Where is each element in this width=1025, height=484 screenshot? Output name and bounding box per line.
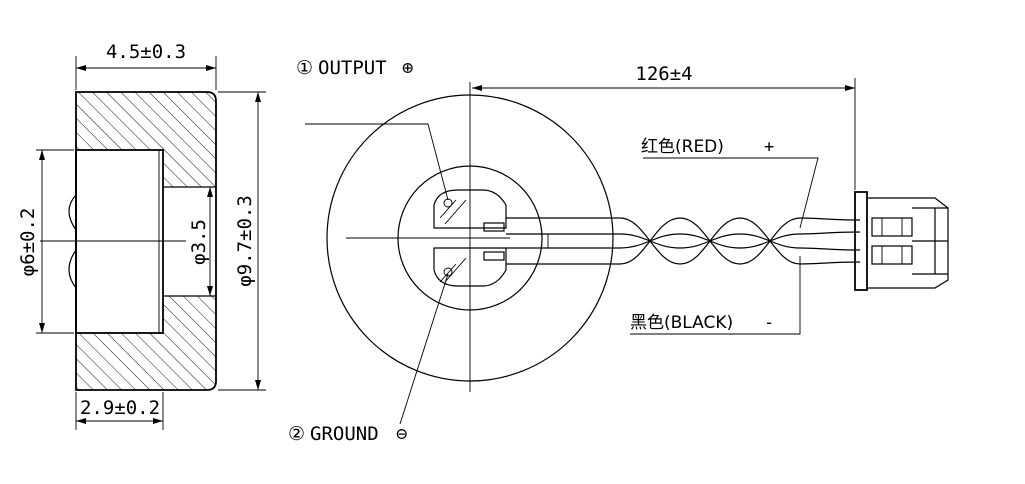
- output-plus-icon: ⊕: [402, 57, 413, 79]
- dim-hole-diameter-label: φ3.5: [188, 219, 210, 265]
- black-wire-name: 黑色(BLACK): [630, 313, 733, 333]
- red-wire-sign: +: [764, 137, 774, 157]
- output-pin-number: ①: [296, 57, 313, 79]
- black-leader: [630, 256, 801, 335]
- ground-label: ② GROUND ⊖: [288, 423, 407, 445]
- dim-lead-length-label: 126±4: [635, 63, 692, 85]
- output-pad: [433, 189, 507, 229]
- dim-width-top-label: 4.5±0.3: [106, 41, 186, 63]
- rear-view: 126±4: [305, 63, 949, 425]
- red-leader: [643, 157, 819, 229]
- output-label: ① OUTPUT ⊕: [296, 57, 413, 79]
- ground-pad: [433, 247, 507, 287]
- red-wire-label: 红色(RED) +: [641, 137, 774, 157]
- output-leader: [305, 123, 449, 201]
- dim-width-bottom: 2.9±0.2: [75, 392, 164, 430]
- ground-leader: [399, 273, 449, 425]
- ground-minus-icon: ⊖: [396, 423, 407, 445]
- dim-outer-diameter-label: φ9.7±0.3: [234, 195, 256, 287]
- connector: [854, 191, 949, 291]
- dim-hole-diameter: φ3.5: [188, 187, 213, 296]
- dim-outer-diameter: φ9.7±0.3: [218, 91, 266, 391]
- red-wire-name: 红色(RED): [641, 137, 724, 157]
- dim-width-top: 4.5±0.3: [75, 41, 217, 90]
- output-pin-label: OUTPUT: [318, 57, 387, 79]
- ground-pin-label: GROUND: [310, 423, 379, 445]
- black-wire-label: 黑色(BLACK) -: [630, 313, 774, 333]
- dim-inner-diameter: φ6±0.2: [17, 149, 74, 334]
- dim-width-bottom-label: 2.9±0.2: [80, 397, 160, 419]
- side-section-view: 4.5±0.3 2.9±0.2 φ6±0.2 φ3.5: [17, 41, 266, 430]
- black-wire-sign: -: [764, 313, 774, 333]
- dim-inner-diameter-label: φ6±0.2: [17, 208, 39, 277]
- dim-lead-length: 126±4: [472, 63, 856, 190]
- ground-pin-number: ②: [288, 423, 305, 445]
- twisted-leads: [619, 217, 861, 265]
- hatched-body: [76, 92, 216, 390]
